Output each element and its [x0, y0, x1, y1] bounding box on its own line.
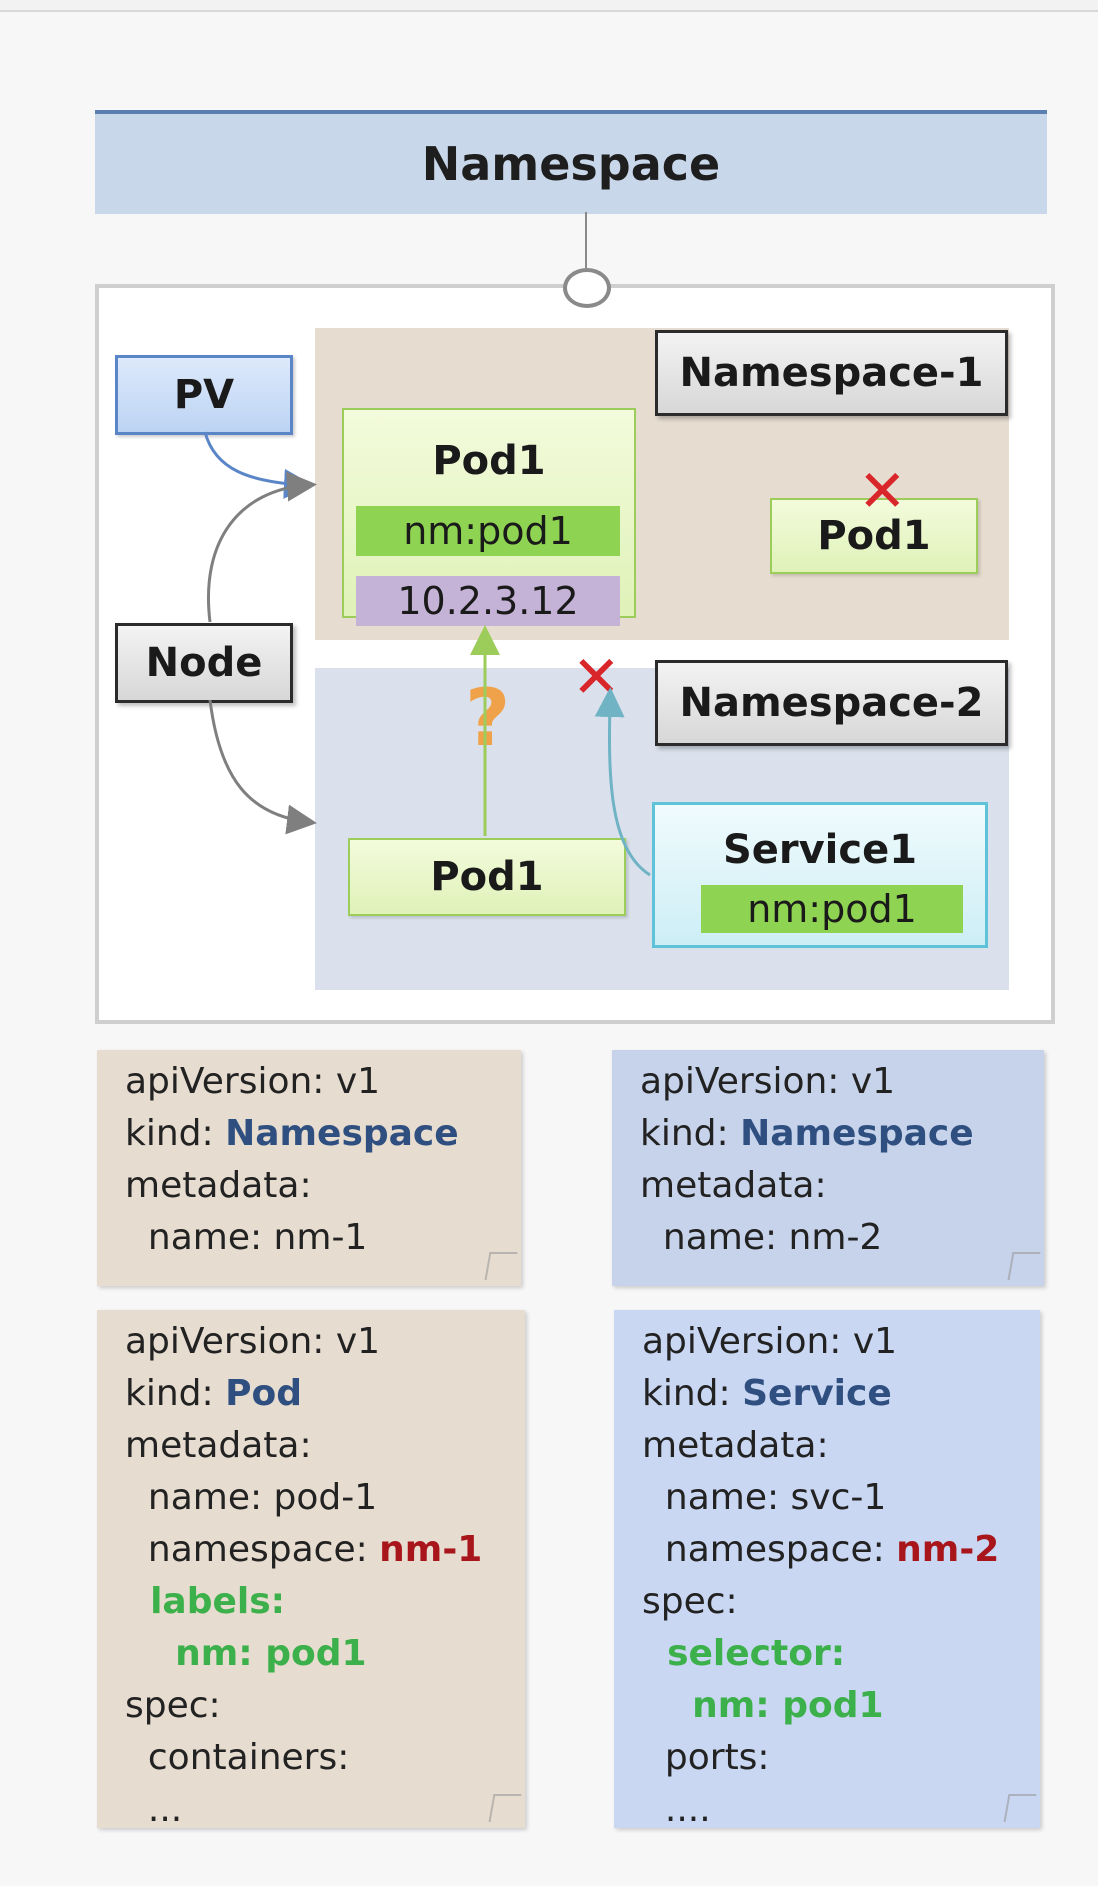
service-yaml: apiVersion: v1 kind: Service metadata: n…: [614, 1310, 1040, 1830]
yaml-line: apiVersion: v1: [642, 1321, 898, 1362]
yaml-line: selector:: [642, 1633, 846, 1674]
yaml-line: containers:: [125, 1737, 350, 1778]
yaml-line: name: nm-1: [125, 1217, 368, 1258]
service1-title: Service1: [722, 827, 918, 873]
pod1-title: Pod1: [432, 438, 546, 484]
yaml-line: name: svc-1: [642, 1477, 887, 1518]
pod1-label: nm:pod1: [356, 506, 620, 556]
page-fold-icon: [1007, 1252, 1041, 1280]
duplicate-not-allowed-x-icon: ✕: [858, 457, 907, 525]
node-box: Node: [115, 623, 293, 703]
yaml-line: namespace: nm-2: [642, 1529, 1000, 1570]
namespace-1-label: Namespace-1: [655, 330, 1008, 416]
yaml-line: apiVersion: v1: [125, 1061, 381, 1102]
yaml-line: metadata:: [125, 1165, 312, 1206]
yaml-line: name: nm-2: [640, 1217, 883, 1258]
page-fold-icon: [488, 1794, 522, 1822]
yaml-line: labels:: [125, 1581, 286, 1622]
yaml-line: ...: [125, 1789, 183, 1830]
yaml-line: nm: pod1: [642, 1685, 884, 1726]
yaml-line: namespace: nm-1: [125, 1529, 483, 1570]
question-mark-icon: ?: [465, 674, 511, 764]
yaml-line: name: pod-1: [125, 1477, 378, 1518]
pod1-namespace-1: Pod1 nm:pod1 10.2.3.12: [342, 408, 636, 626]
pod1-ip: 10.2.3.12: [356, 576, 620, 626]
yaml-line: ports:: [642, 1737, 770, 1778]
yaml-line: kind: Pod: [125, 1373, 302, 1414]
pod-yaml: apiVersion: v1 kind: Pod metadata: name:…: [97, 1310, 525, 1830]
yaml-line: kind: Service: [642, 1373, 892, 1414]
namespace-2-yaml: apiVersion: v1 kind: Namespace metadata:…: [612, 1050, 1044, 1286]
pv-box: PV: [115, 355, 293, 435]
yaml-line: nm: pod1: [125, 1633, 367, 1674]
yaml-line: apiVersion: v1: [125, 1321, 381, 1362]
service1-box: Service1 nm:pod1: [652, 802, 988, 948]
yaml-line: spec:: [642, 1581, 738, 1622]
namespace-1-yaml: apiVersion: v1 kind: Namespace metadata:…: [97, 1050, 521, 1286]
page-fold-icon: [484, 1252, 518, 1280]
yaml-line: metadata:: [640, 1165, 827, 1206]
namespace-title: Namespace: [95, 110, 1047, 214]
namespace-2-label: Namespace-2: [655, 660, 1008, 746]
yaml-line: spec:: [125, 1685, 221, 1726]
page-fold-icon: [1003, 1794, 1037, 1822]
yaml-line: apiVersion: v1: [640, 1061, 896, 1102]
pod1-namespace-2: Pod1: [348, 838, 626, 916]
yaml-line: kind: Namespace: [640, 1113, 974, 1154]
yaml-line: metadata:: [642, 1425, 829, 1466]
title-connector-line: [585, 212, 587, 272]
yaml-line: ....: [642, 1789, 711, 1830]
yaml-line: metadata:: [125, 1425, 312, 1466]
connector-circle: [563, 268, 611, 308]
service-blocked-x-icon: ✕: [572, 643, 621, 711]
top-border: [0, 0, 1098, 12]
pod1-duplicate-namespace-1: Pod1: [770, 498, 978, 574]
service1-selector: nm:pod1: [701, 885, 963, 933]
yaml-line: kind: Namespace: [125, 1113, 459, 1154]
